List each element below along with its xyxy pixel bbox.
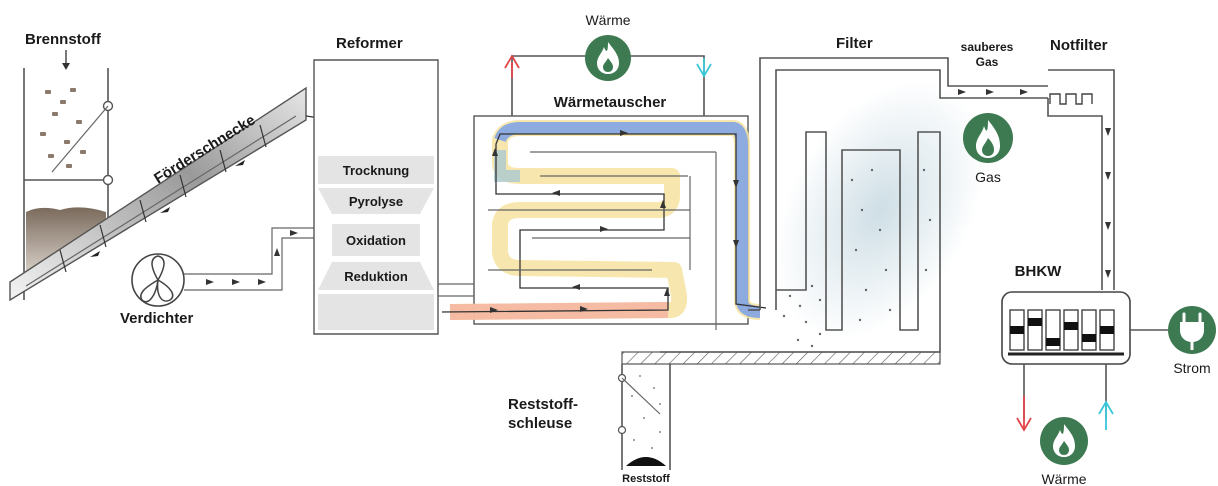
bhkw-heat-pipes bbox=[1016, 364, 1114, 432]
waerme-bottom-label: Wärme bbox=[1041, 471, 1086, 486]
notfilter-label: Notfilter bbox=[1050, 37, 1108, 54]
reststoffschleuse-label-2: schleuse bbox=[508, 415, 572, 432]
flame-icon-bottom bbox=[1040, 417, 1088, 465]
compressor bbox=[131, 253, 185, 307]
reformer bbox=[313, 59, 439, 335]
plug-icon bbox=[1168, 306, 1216, 354]
fire-icon bbox=[963, 113, 1013, 163]
filter-label: Filter bbox=[836, 35, 873, 52]
reststoff-label: Reststoff bbox=[622, 473, 670, 485]
waermetauscher-label: Wärmetauscher bbox=[554, 94, 667, 111]
verdichter-label: Verdichter bbox=[120, 310, 194, 327]
air-duct bbox=[184, 227, 316, 291]
emergency-filter bbox=[1047, 69, 1115, 290]
bhkw-label: BHKW bbox=[1015, 263, 1062, 280]
reduktion-label: Reduktion bbox=[344, 269, 408, 284]
cold-in-arrow bbox=[696, 58, 712, 78]
sauberes-gas-label-1: sauberes bbox=[961, 40, 1014, 54]
screw-conveyor bbox=[9, 86, 307, 302]
residue-lock bbox=[617, 373, 666, 466]
trocknung-label: Trocknung bbox=[343, 163, 410, 178]
residue-pile bbox=[626, 457, 666, 466]
strom-label: Strom bbox=[1173, 360, 1210, 376]
reformer-label: Reformer bbox=[336, 35, 403, 52]
fuel-in-arrow bbox=[62, 50, 70, 70]
waerme-top-label: Wärme bbox=[585, 12, 630, 28]
fan-icon bbox=[140, 255, 174, 303]
bhkw-unit bbox=[1001, 291, 1168, 365]
filter-unit bbox=[660, 57, 1048, 353]
heat-out-arrow bbox=[504, 54, 520, 78]
heat-exchanger bbox=[438, 55, 767, 330]
oxidation-label: Oxidation bbox=[346, 233, 406, 248]
pyrolyse-label: Pyrolyse bbox=[349, 194, 403, 209]
gas-label: Gas bbox=[975, 169, 1001, 185]
brennstoff-label: Brennstoff bbox=[25, 31, 102, 48]
flame-icon bbox=[585, 35, 631, 81]
reststoffschleuse-label-1: Reststoff- bbox=[508, 396, 578, 413]
ash-floor bbox=[621, 351, 941, 365]
sauberes-gas-label-2: Gas bbox=[976, 55, 999, 69]
